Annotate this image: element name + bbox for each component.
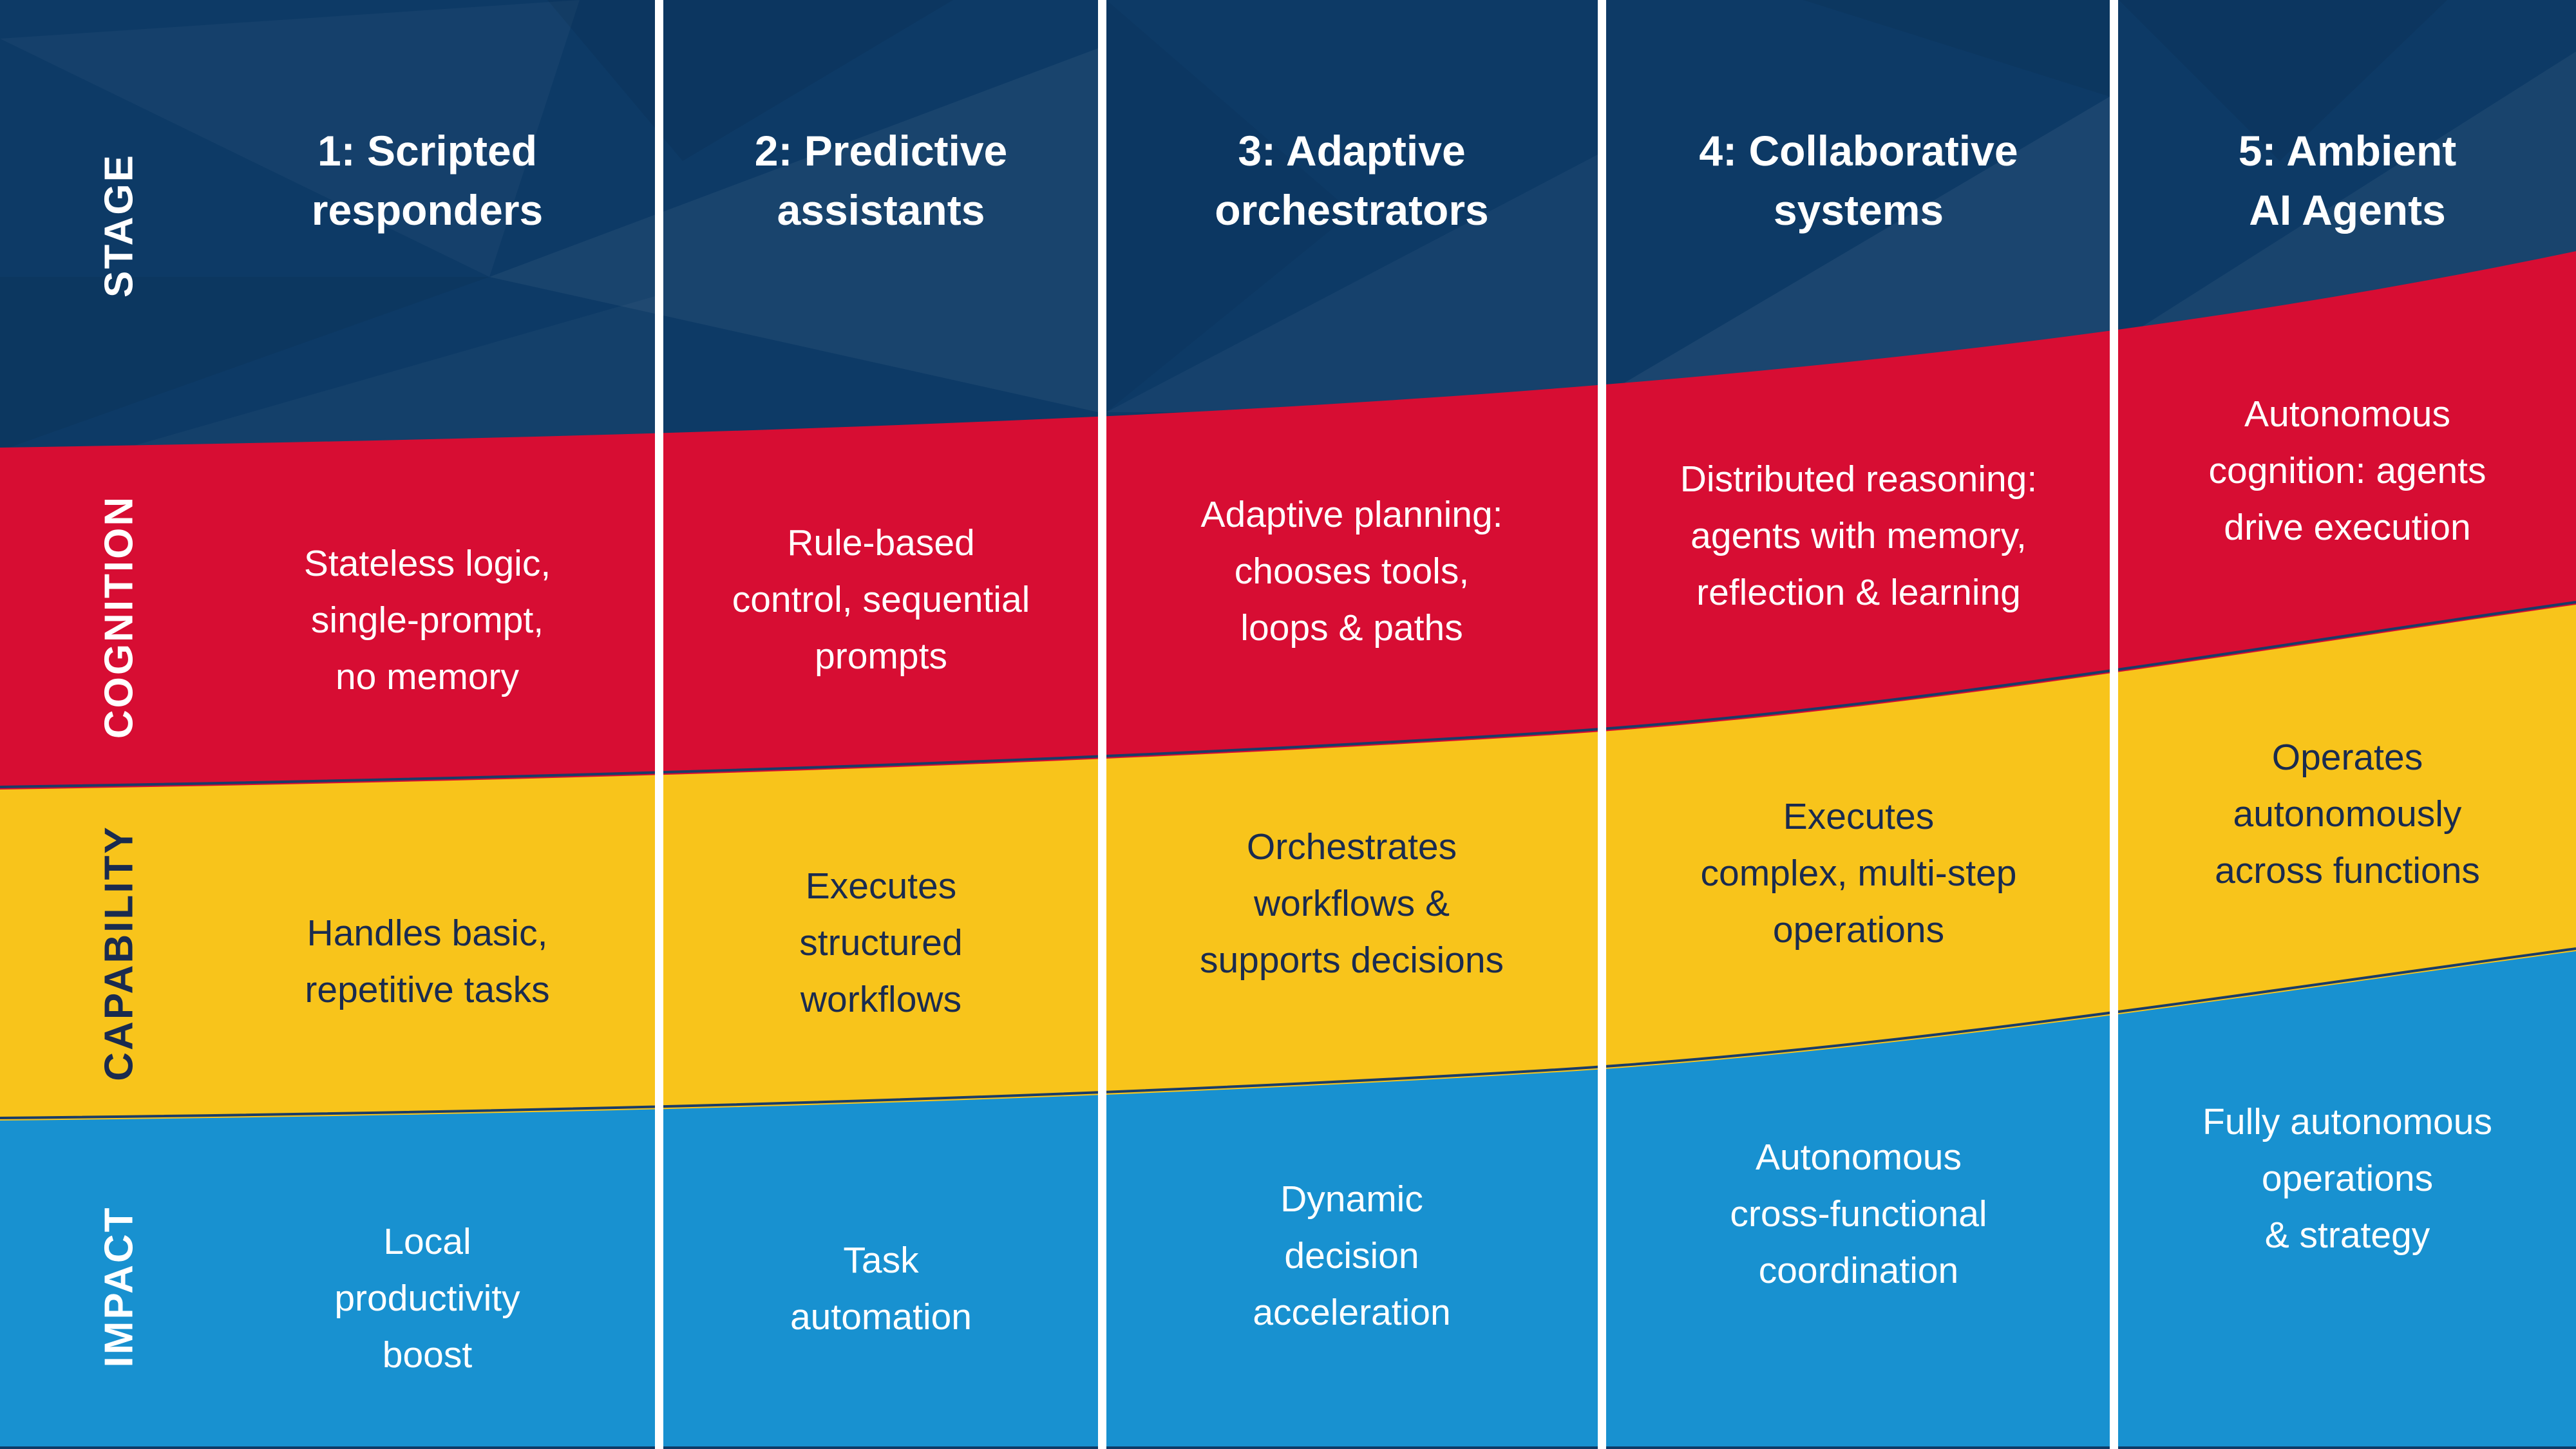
blue-band: [0, 951, 2576, 1449]
divider-1: [655, 0, 663, 1449]
cell-cognition-stage4: Distributed reasoning: agents with memor…: [1680, 459, 2038, 613]
bottom-edge-strip: [0, 1446, 2576, 1449]
cell-impact-stage4: Autonomous cross-functional coordination: [1730, 1137, 1987, 1291]
cell-cognition-stage5: Autonomous cognition: agents drive execu…: [2208, 393, 2486, 548]
row-label-impact: IMPACT: [97, 1206, 142, 1368]
cell-cognition-stage2: Rule-based control, sequential prompts: [732, 522, 1030, 677]
cell-capability-stage4: Executes complex, multi-step operations: [1700, 796, 2017, 951]
stage2-header: 2: Predictive assistants: [754, 127, 1008, 234]
cell-impact-stage2: Task automation: [790, 1240, 972, 1338]
stage5-header: 5: Ambient AI Agents: [2238, 127, 2457, 234]
cell-impact-stage1: Local productivity boost: [334, 1221, 520, 1376]
cell-impact-stage3: Dynamic decision acceleration: [1253, 1179, 1451, 1333]
stage3-header: 3: Adaptive orchestrators: [1215, 127, 1489, 234]
row-label-stage: STAGE: [97, 153, 142, 298]
stage1-header: 1: Scripted responders: [311, 127, 544, 234]
cell-capability-stage1: Handles basic, repetitive tasks: [305, 913, 550, 1010]
column-dividers: [655, 0, 2118, 1449]
cell-capability-stage2: Executes structured workflows: [799, 866, 963, 1020]
yellow-band-edge-line: [0, 601, 2576, 788]
cell-capability-stage3: Orchestrates workflows & supports decisi…: [1199, 826, 1504, 981]
navy-facet-texture: [0, 0, 2576, 451]
divider-4: [2110, 0, 2118, 1449]
row-label-cognition: COGNITION: [97, 495, 142, 739]
cell-capability-stage5: Operates autonomously across functions: [2215, 737, 2480, 891]
divider-2: [1098, 0, 1106, 1449]
row-label-capability: CAPABILITY: [97, 825, 142, 1081]
cell-cognition-stage3: Adaptive planning: chooses tools, loops …: [1200, 494, 1503, 649]
cell-cognition-stage1: Stateless logic, single-prompt, no memor…: [303, 543, 551, 697]
cell-impact-stage5: Fully autonomous operations & strategy: [2202, 1101, 2492, 1256]
blue-band-edge-line: [0, 947, 2576, 1119]
stage4-header: 4: Collaborative systems: [1699, 127, 2018, 234]
divider-3: [1598, 0, 1606, 1449]
